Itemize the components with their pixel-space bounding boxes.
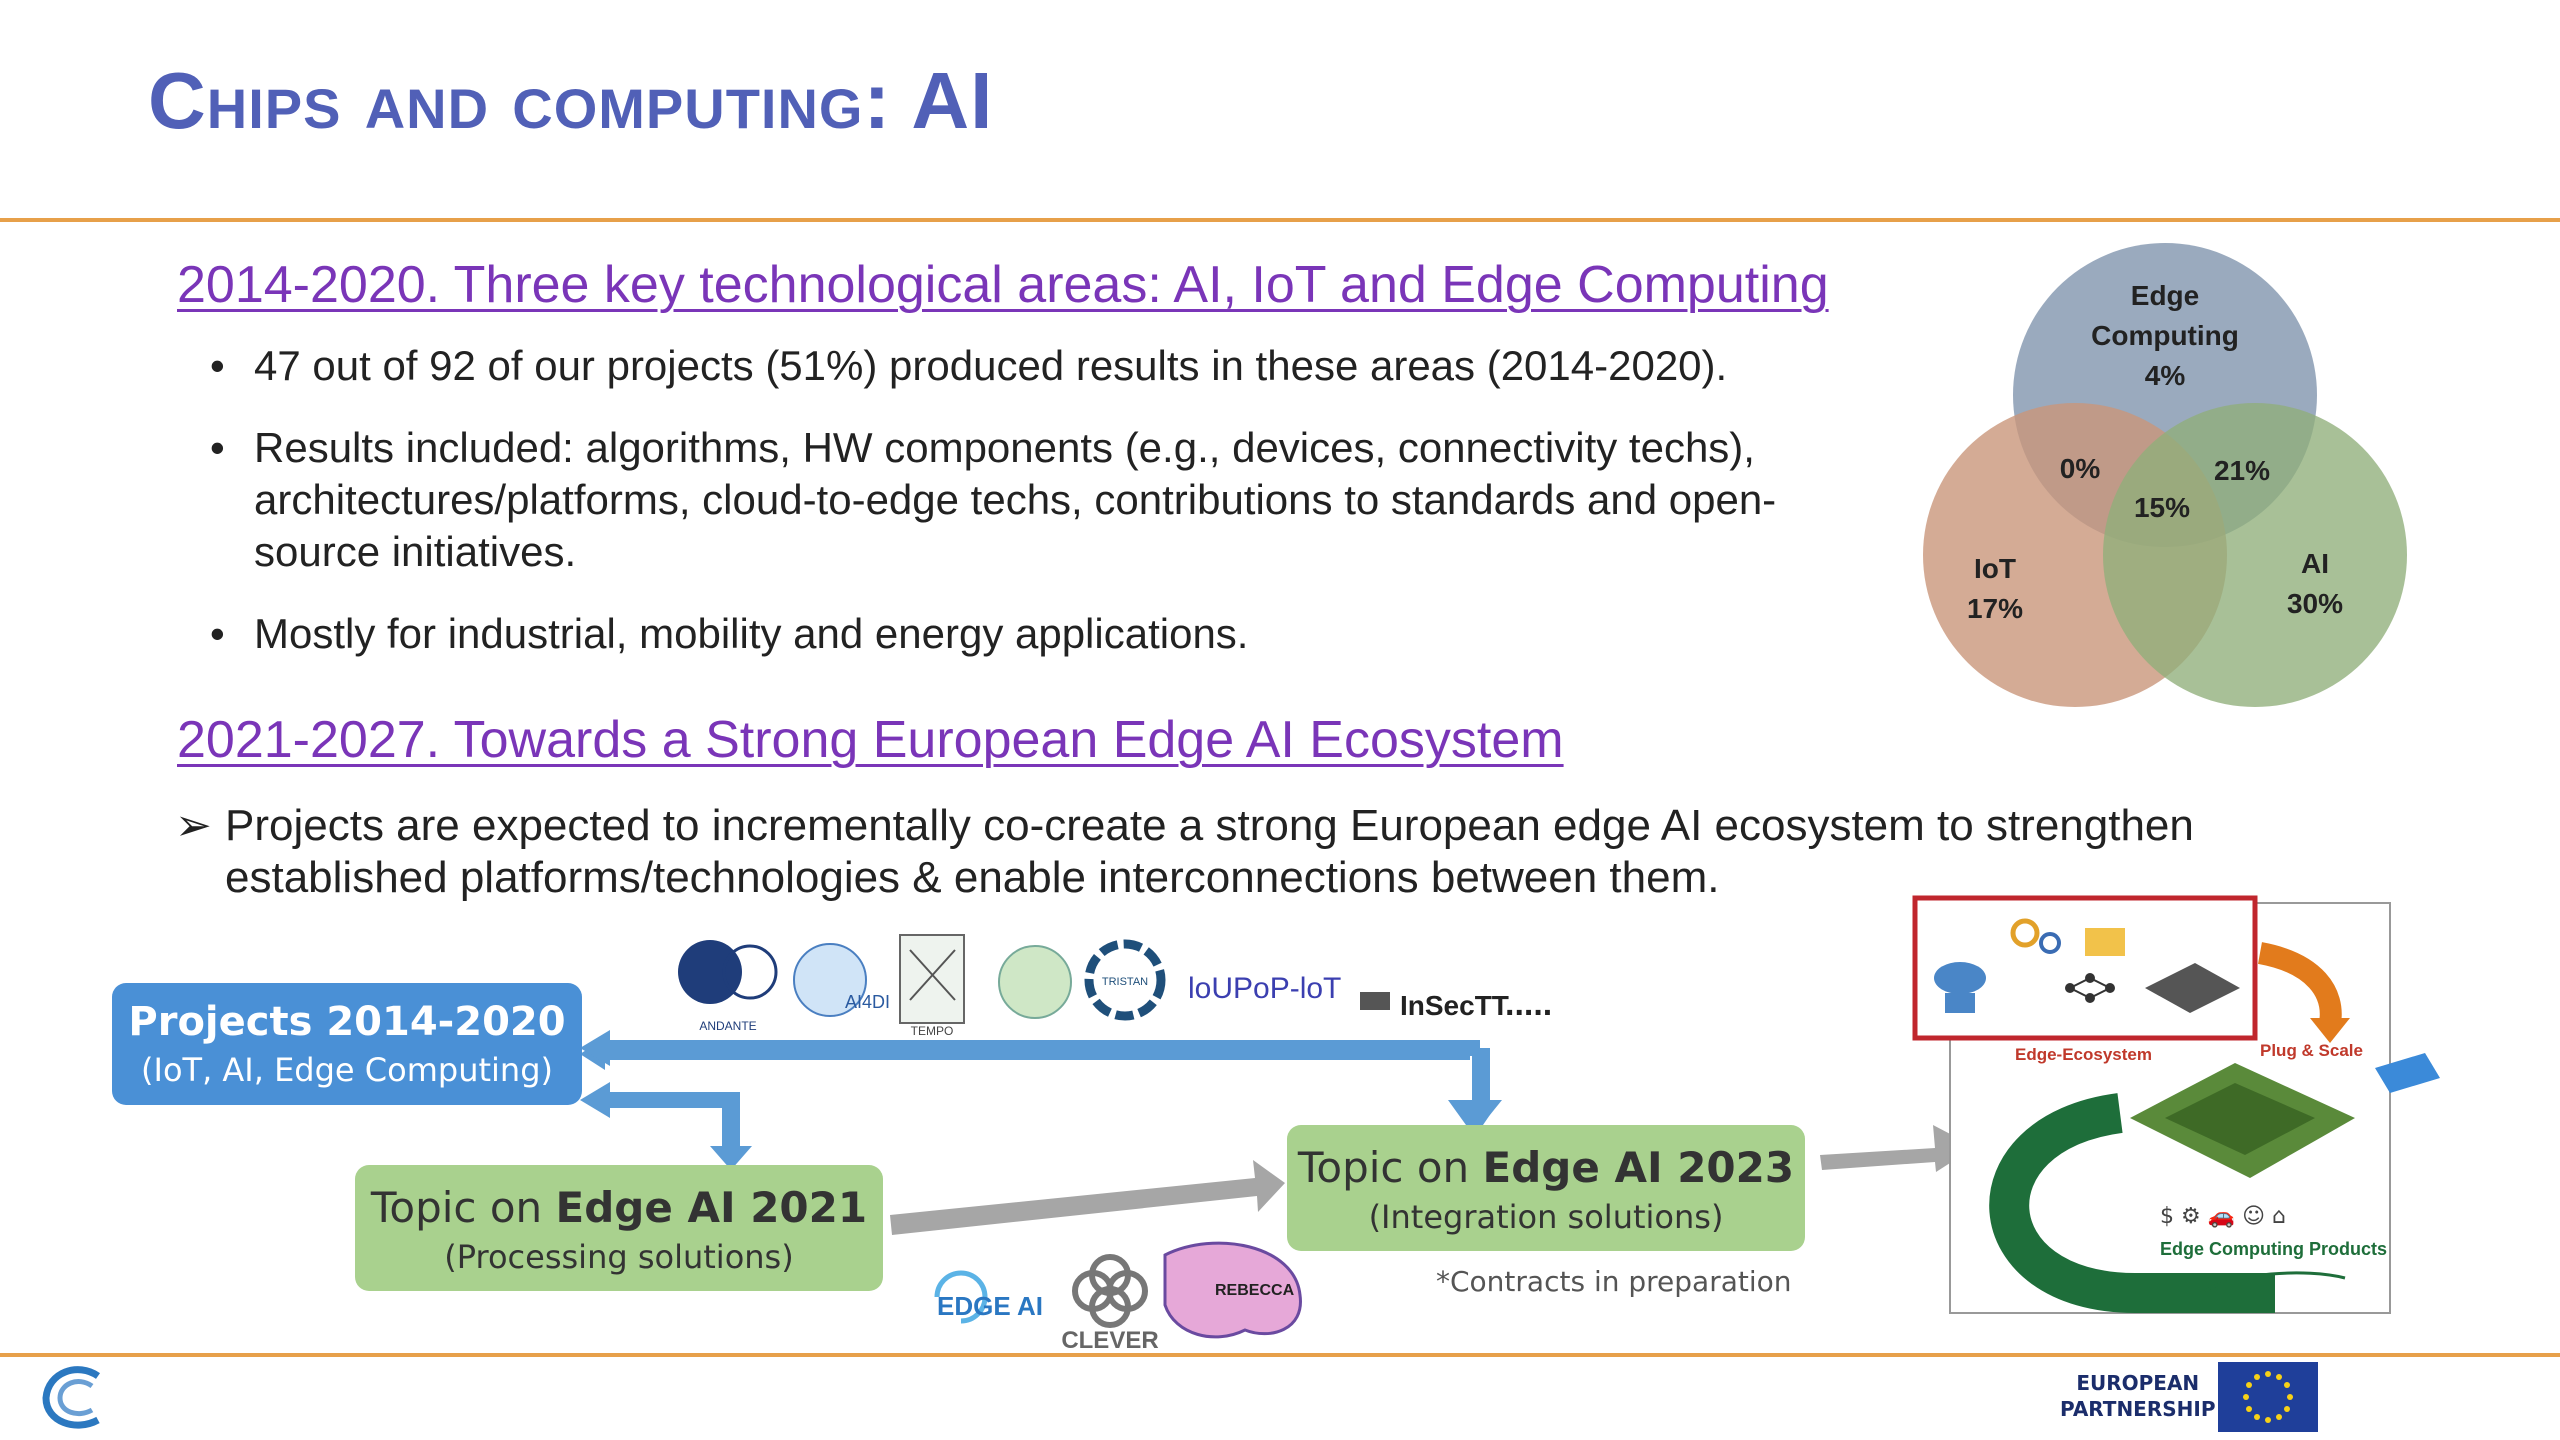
blue-arrow-shaft — [600, 1040, 1480, 1056]
ecosystem-green-arc — [1989, 1093, 2275, 1313]
eu-flag — [2218, 1362, 2318, 1432]
andante-logo: ANDANTE — [678, 940, 778, 1033]
arrow-bullet: ➢ Projects are expected to incrementally… — [175, 800, 2365, 904]
blue-arrow-head-down — [1460, 1100, 1502, 1126]
venn-edge-label-1: Edge — [2131, 280, 2199, 311]
clever-logo: CLEVER — [1061, 1254, 1159, 1354]
venn-edge-iot-pct: 0% — [2060, 453, 2101, 484]
blue-short-head-left — [580, 1082, 610, 1118]
edge-products-label: Edge Computing Products — [2160, 1239, 2387, 1259]
bullet-item: 47 out of 92 of our projects (51%) produ… — [210, 340, 1830, 392]
bullet-item: Mostly for industrial, mobility and ener… — [210, 608, 1830, 660]
heading-2014-2020: 2014-2020. Three key technological areas… — [177, 256, 1829, 314]
blue-short-drop — [722, 1100, 740, 1152]
project-logos: ANDANTE AI4DI TEMPO TRISTAN loUPoP-loT I… — [678, 934, 1552, 1038]
topic-2021-title: Edge AI 2021 — [555, 1183, 868, 1232]
edge-ecosystem-graphic: Edge-Ecosystem Plug & Scale $ ⚙ 🚗 ☺ ⌂ Ed… — [1912, 895, 2440, 1314]
venn-iot-pct: 17% — [1967, 593, 2023, 624]
venn-ai-label: AI — [2301, 548, 2329, 579]
venn-center-pct: 15% — [2134, 492, 2190, 523]
projects-2014-2020-box: Projects 2014-2020 (IoT, AI, Edge Comput… — [112, 983, 582, 1105]
andante-text: ANDANTE — [699, 1019, 756, 1033]
insectt-text: InSecTT — [1400, 990, 1509, 1021]
top-divider — [0, 218, 2560, 222]
rebecca-logo: REBECCA — [1163, 1241, 1302, 1339]
topic-edge-ai-2023-box: Topic on Edge AI 2023 (Integration solut… — [1287, 1125, 1805, 1251]
plug-scale-arrow — [2257, 942, 2342, 1025]
tristan-text: TRISTAN — [1102, 976, 1148, 988]
topic-2023-title: Edge AI 2023 — [1482, 1143, 1795, 1192]
edge-ecosystem-label: Edge-Ecosystem — [2015, 1045, 2152, 1064]
edgeai-text: EDGE AI — [937, 1291, 1043, 1321]
bullet-list: 47 out of 92 of our projects (51%) produ… — [210, 340, 1830, 690]
bottom-divider — [0, 1353, 2560, 1357]
edgeai-logo: EDGE AI — [934, 1270, 1043, 1324]
processor-icon — [2145, 963, 2240, 1013]
tempo-text: TEMPO — [911, 1024, 954, 1038]
slide-title: Chips and computing: AI — [148, 56, 994, 145]
projects-subtitle: (IoT, AI, Edge Computing) — [141, 1051, 553, 1089]
product-icons: $ ⚙ 🚗 ☺ ⌂ — [2160, 1204, 2286, 1229]
blue-arrow-head-left — [580, 1030, 610, 1066]
tempo-logo: TEMPO — [899, 934, 965, 1038]
venn-ai-pct: 30% — [2287, 588, 2343, 619]
bulpop-logo: loUPoP-loT — [1188, 972, 1341, 1005]
ecosystem-chips — [2165, 1083, 2315, 1155]
tristan-logo: TRISTAN — [998, 939, 1166, 1021]
topic-edge-ai-2021-box: Topic on Edge AI 2021 (Processing soluti… — [355, 1165, 883, 1291]
arrow-bullet-icon: ➢ — [175, 801, 212, 850]
grey-arrow-to-ecosystem — [1820, 1125, 1975, 1172]
ai4di-text: AI4DI — [845, 992, 890, 1012]
ai4di-logo: AI4DI — [793, 943, 890, 1017]
partner-line-2: PARTNERSHIP — [2060, 1397, 2216, 1421]
hand-icon — [2204, 1271, 2346, 1293]
topic-prefix: Topic on — [370, 1183, 556, 1232]
heading-2021-2027: 2021-2027. Towards a Strong European Edg… — [177, 711, 1564, 769]
topic-2021-subtitle: (Processing solutions) — [444, 1238, 794, 1276]
contracts-note: *Contracts in preparation — [1436, 1265, 1792, 1298]
grey-arrow-2021-2023 — [890, 1160, 1285, 1235]
device-icon — [2375, 1053, 2440, 1093]
edge-ai-2021-logos: EDGE AI CLEVER REBECCA — [934, 1241, 1302, 1354]
clever-text: CLEVER — [1061, 1327, 1158, 1354]
bullet-item: Results included: algorithms, HW compone… — [210, 422, 1830, 578]
arrow-bullet-text: Projects are expected to incrementally c… — [225, 801, 2194, 902]
topic-prefix: Topic on — [1297, 1143, 1483, 1192]
insectt-logo: InSecTT — [1360, 990, 1509, 1021]
plug-scale-arrow-head — [2310, 1018, 2350, 1043]
network-icon — [1934, 962, 1986, 1013]
venn-ai-circle — [2103, 403, 2407, 707]
venn-edge-label-2: Computing — [2091, 320, 2239, 351]
blue-arrow-to-2023 — [580, 1038, 1500, 1125]
european-partnership-label: EUROPEAN PARTNERSHIP — [2060, 1370, 2216, 1422]
rebecca-text: REBECCA — [1215, 1282, 1295, 1299]
blue-short-shaft — [600, 1092, 740, 1108]
folder-icon — [2085, 928, 2125, 956]
partner-line-1: EUROPEAN — [2076, 1371, 2200, 1395]
projects-title: Projects 2014-2020 — [128, 999, 566, 1045]
venn-edge-ai-pct: 21% — [2214, 455, 2270, 486]
plug-scale-label: Plug & Scale — [2260, 1041, 2363, 1060]
more-dots: ..... — [1505, 985, 1552, 1023]
chips-ju-logo — [42, 1366, 101, 1429]
blue-short-head-down — [710, 1146, 752, 1170]
venn-edge-pct: 4% — [2145, 360, 2186, 391]
gear-icon — [2010, 918, 2061, 954]
venn-diagram: Edge Computing 4% IoT 17% AI 30% 0% 21% … — [1923, 243, 2407, 707]
venn-iot-label: IoT — [1974, 553, 2016, 584]
topic-2023-subtitle: (Integration solutions) — [1368, 1198, 1724, 1236]
neural-network-icon — [2065, 973, 2115, 1003]
blue-arrow-drop — [1472, 1048, 1490, 1108]
